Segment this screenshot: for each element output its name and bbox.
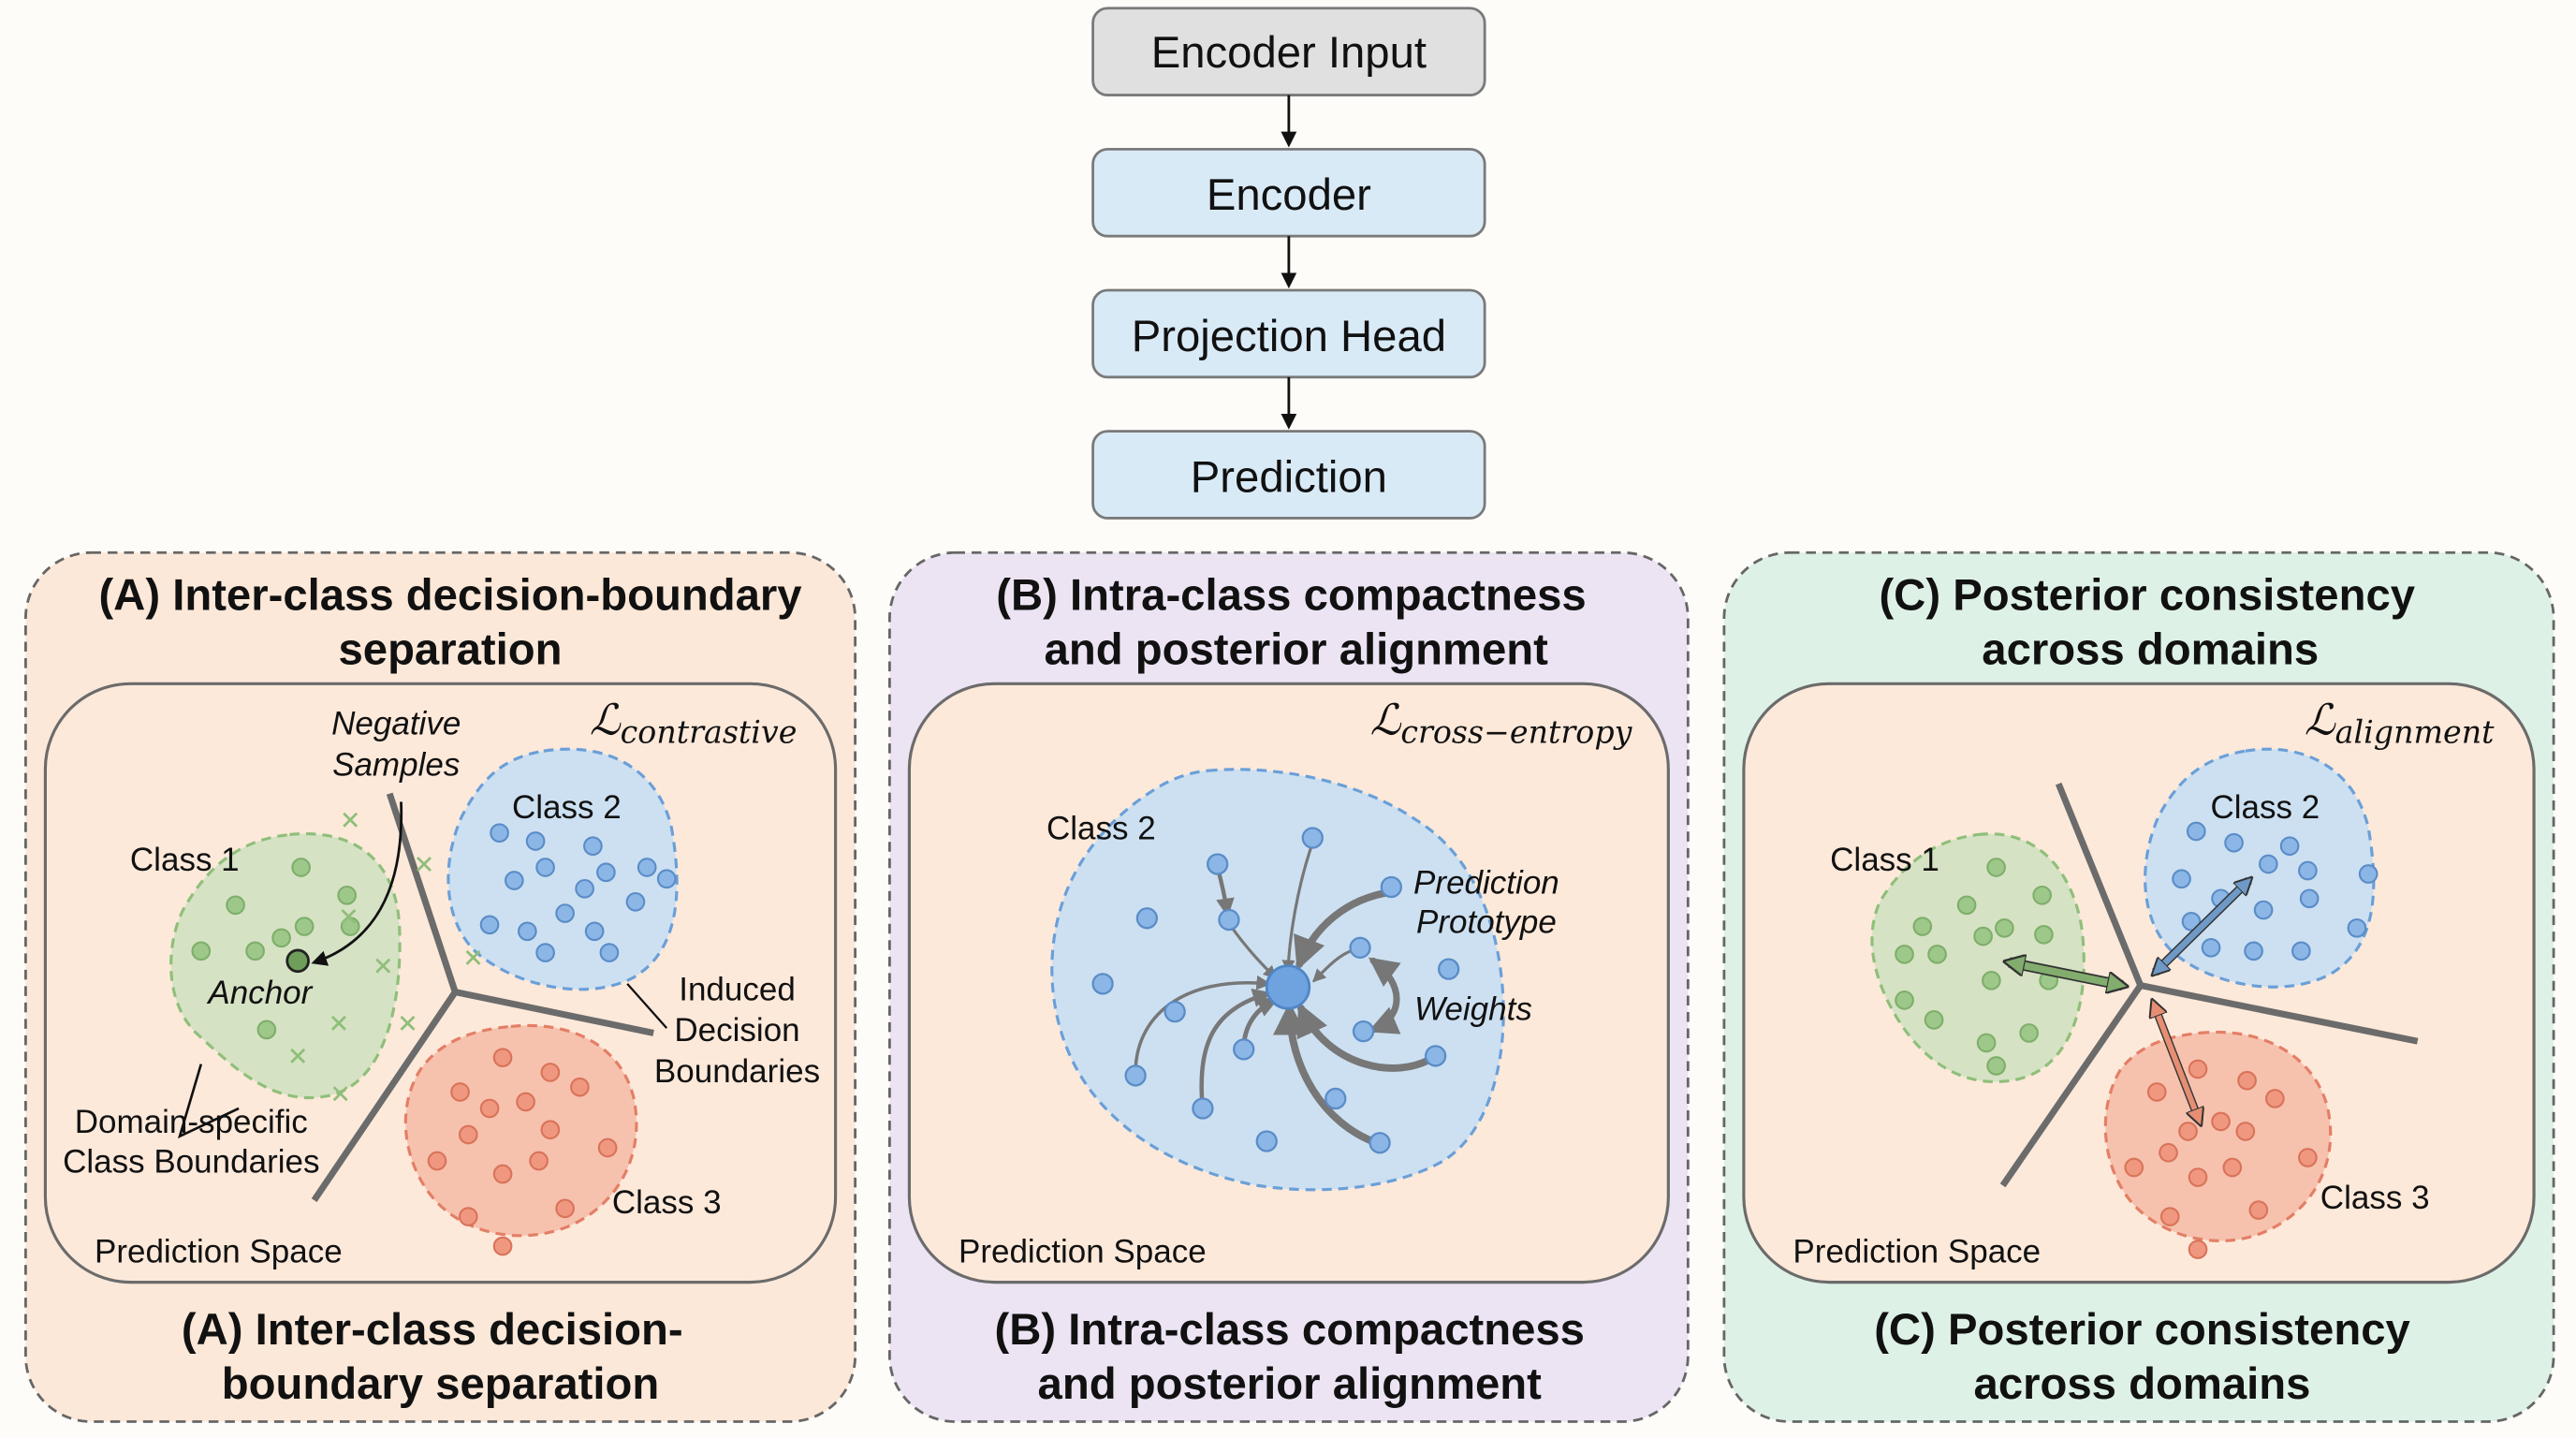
class3-region: [2103, 1030, 2333, 1242]
negative-samples-label: Samples: [332, 746, 460, 783]
flow-box-label: Encoder: [1207, 170, 1371, 220]
flow-box-label: Prediction: [1191, 452, 1387, 502]
class-label: Class 3: [2320, 1180, 2430, 1216]
flow-box-prediction: Prediction: [1091, 430, 1486, 520]
prediction-space-label: Prediction Space: [1793, 1234, 2041, 1270]
induced-label: Boundaries: [654, 1053, 820, 1090]
flow-box-projection-head: Projection Head: [1091, 288, 1486, 379]
panel-title: separation: [339, 624, 563, 674]
panel-b: (B) Intra-class compactness and posterio…: [888, 550, 1690, 1423]
pipeline-flow: Encoder Input Encoder Projection Head Pr…: [1091, 7, 1486, 520]
weights-label: Weights: [1414, 990, 1532, 1027]
panel-caption: (A) Inter-class decision-: [182, 1305, 683, 1355]
class1-points: [191, 858, 360, 1040]
anchor-label: Anchor: [206, 975, 313, 1011]
panel-title: (A) Inter-class decision-boundary: [98, 571, 802, 621]
panel-title: (B) Intra-class compactness: [996, 571, 1586, 621]
panel-caption: boundary separation: [222, 1359, 660, 1409]
class-label: Class 2: [1046, 811, 1156, 847]
class3-points: [427, 1048, 618, 1256]
flow-box-label: Projection Head: [1132, 312, 1446, 361]
class2-points: [479, 823, 677, 962]
class-label: Class 1: [130, 842, 240, 878]
loss-symbol: ℒcontrastive: [590, 696, 798, 751]
alignment-arrow-class1: [2010, 962, 2123, 986]
prediction-space-label: Prediction Space: [959, 1234, 1207, 1270]
panel-c: (C) Posterior consistency across domains…: [1722, 550, 2555, 1423]
negative-samples-label: Negative: [331, 706, 461, 742]
panel-title: (C) Posterior consistency: [1879, 571, 2415, 621]
prediction-prototype: [1265, 964, 1311, 1010]
class1-points: [1895, 858, 2058, 1076]
prediction-space-label: Prediction Space: [95, 1234, 343, 1270]
panel-caption: (C) Posterior consistency: [1874, 1305, 2410, 1355]
induced-leader-line: [626, 983, 668, 1029]
class2-region: [446, 747, 679, 991]
prototype-label: Prototype: [1416, 904, 1557, 941]
loss-symbol: ℒalignment: [2305, 696, 2495, 751]
alignment-arrow-class2: [2156, 881, 2249, 973]
loss-symbol: ℒcross−entropy: [1370, 696, 1633, 751]
decision-boundaries: [1999, 782, 2419, 1188]
class2-points: [1091, 827, 1460, 1154]
class3-region: [403, 1023, 638, 1238]
flow-box-encoder-input: Encoder Input: [1091, 7, 1486, 96]
domain-specific-label: Domain-specific: [75, 1104, 308, 1140]
panel-caption: across domains: [1974, 1359, 2311, 1409]
induced-label: Decision: [674, 1012, 799, 1049]
flow-box-label: Encoder Input: [1151, 28, 1427, 78]
class-label: Class 1: [1830, 842, 1939, 878]
domain-specific-leader: [177, 1064, 240, 1139]
alignment-arrow-class3: [2154, 1004, 2200, 1122]
panel-title: across domains: [1982, 624, 2319, 674]
induced-label: Induced: [679, 971, 796, 1007]
class-label: Class 2: [512, 789, 622, 826]
anchor-point: [285, 948, 310, 974]
panel-caption: (B) Intra-class compactness: [995, 1305, 1585, 1355]
negative-samples: [290, 812, 481, 1102]
class-label: Class 3: [612, 1184, 722, 1221]
panel-a: (A) Inter-class decision-boundary separa…: [24, 550, 857, 1423]
negative-to-anchor-arrow: [311, 801, 403, 966]
panel-caption: and posterior alignment: [1038, 1359, 1543, 1409]
domain-specific-label: Class Boundaries: [63, 1143, 319, 1180]
class-label: Class 2: [2210, 789, 2320, 826]
flow-box-encoder: Encoder: [1091, 147, 1486, 238]
prototype-label: Prediction: [1413, 865, 1559, 902]
panel-title: and posterior alignment: [1045, 624, 1549, 674]
